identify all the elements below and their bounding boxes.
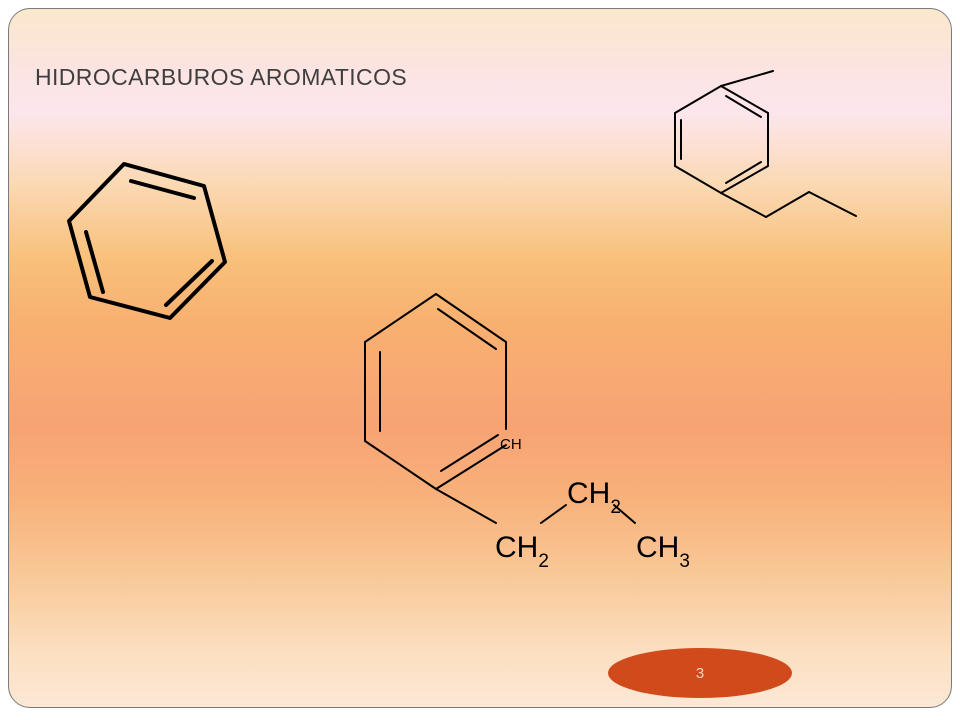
ch2-group-upper: CH2 <box>567 477 621 518</box>
propyltoluene-structure <box>674 70 857 218</box>
ch3-symbol: CH <box>636 531 679 564</box>
ch3-subscript: 3 <box>679 551 690 572</box>
propylbenzene-structure: CH CH2 CH2 CH3 <box>364 293 690 572</box>
ring-ch-label: CH <box>500 436 522 453</box>
page-number-badge: 3 <box>608 648 792 698</box>
chemical-structures: CH CH2 CH2 CH3 <box>67 70 857 572</box>
ch2-lower-symbol: CH <box>495 531 538 564</box>
ch2-group-lower: CH2 <box>495 531 549 572</box>
ch2-lower-subscript: 2 <box>538 551 549 572</box>
ch3-group: CH3 <box>636 531 690 572</box>
page-number: 3 <box>695 664 705 682</box>
benzene-structure <box>67 162 227 320</box>
slide-title: HIDROCARBUROS AROMATICOS <box>35 64 408 90</box>
slide: HIDROCARBUROS AROMATICOS <box>8 8 952 708</box>
ch2-upper-subscript: 2 <box>610 497 621 518</box>
ch2-upper-symbol: CH <box>567 477 610 510</box>
